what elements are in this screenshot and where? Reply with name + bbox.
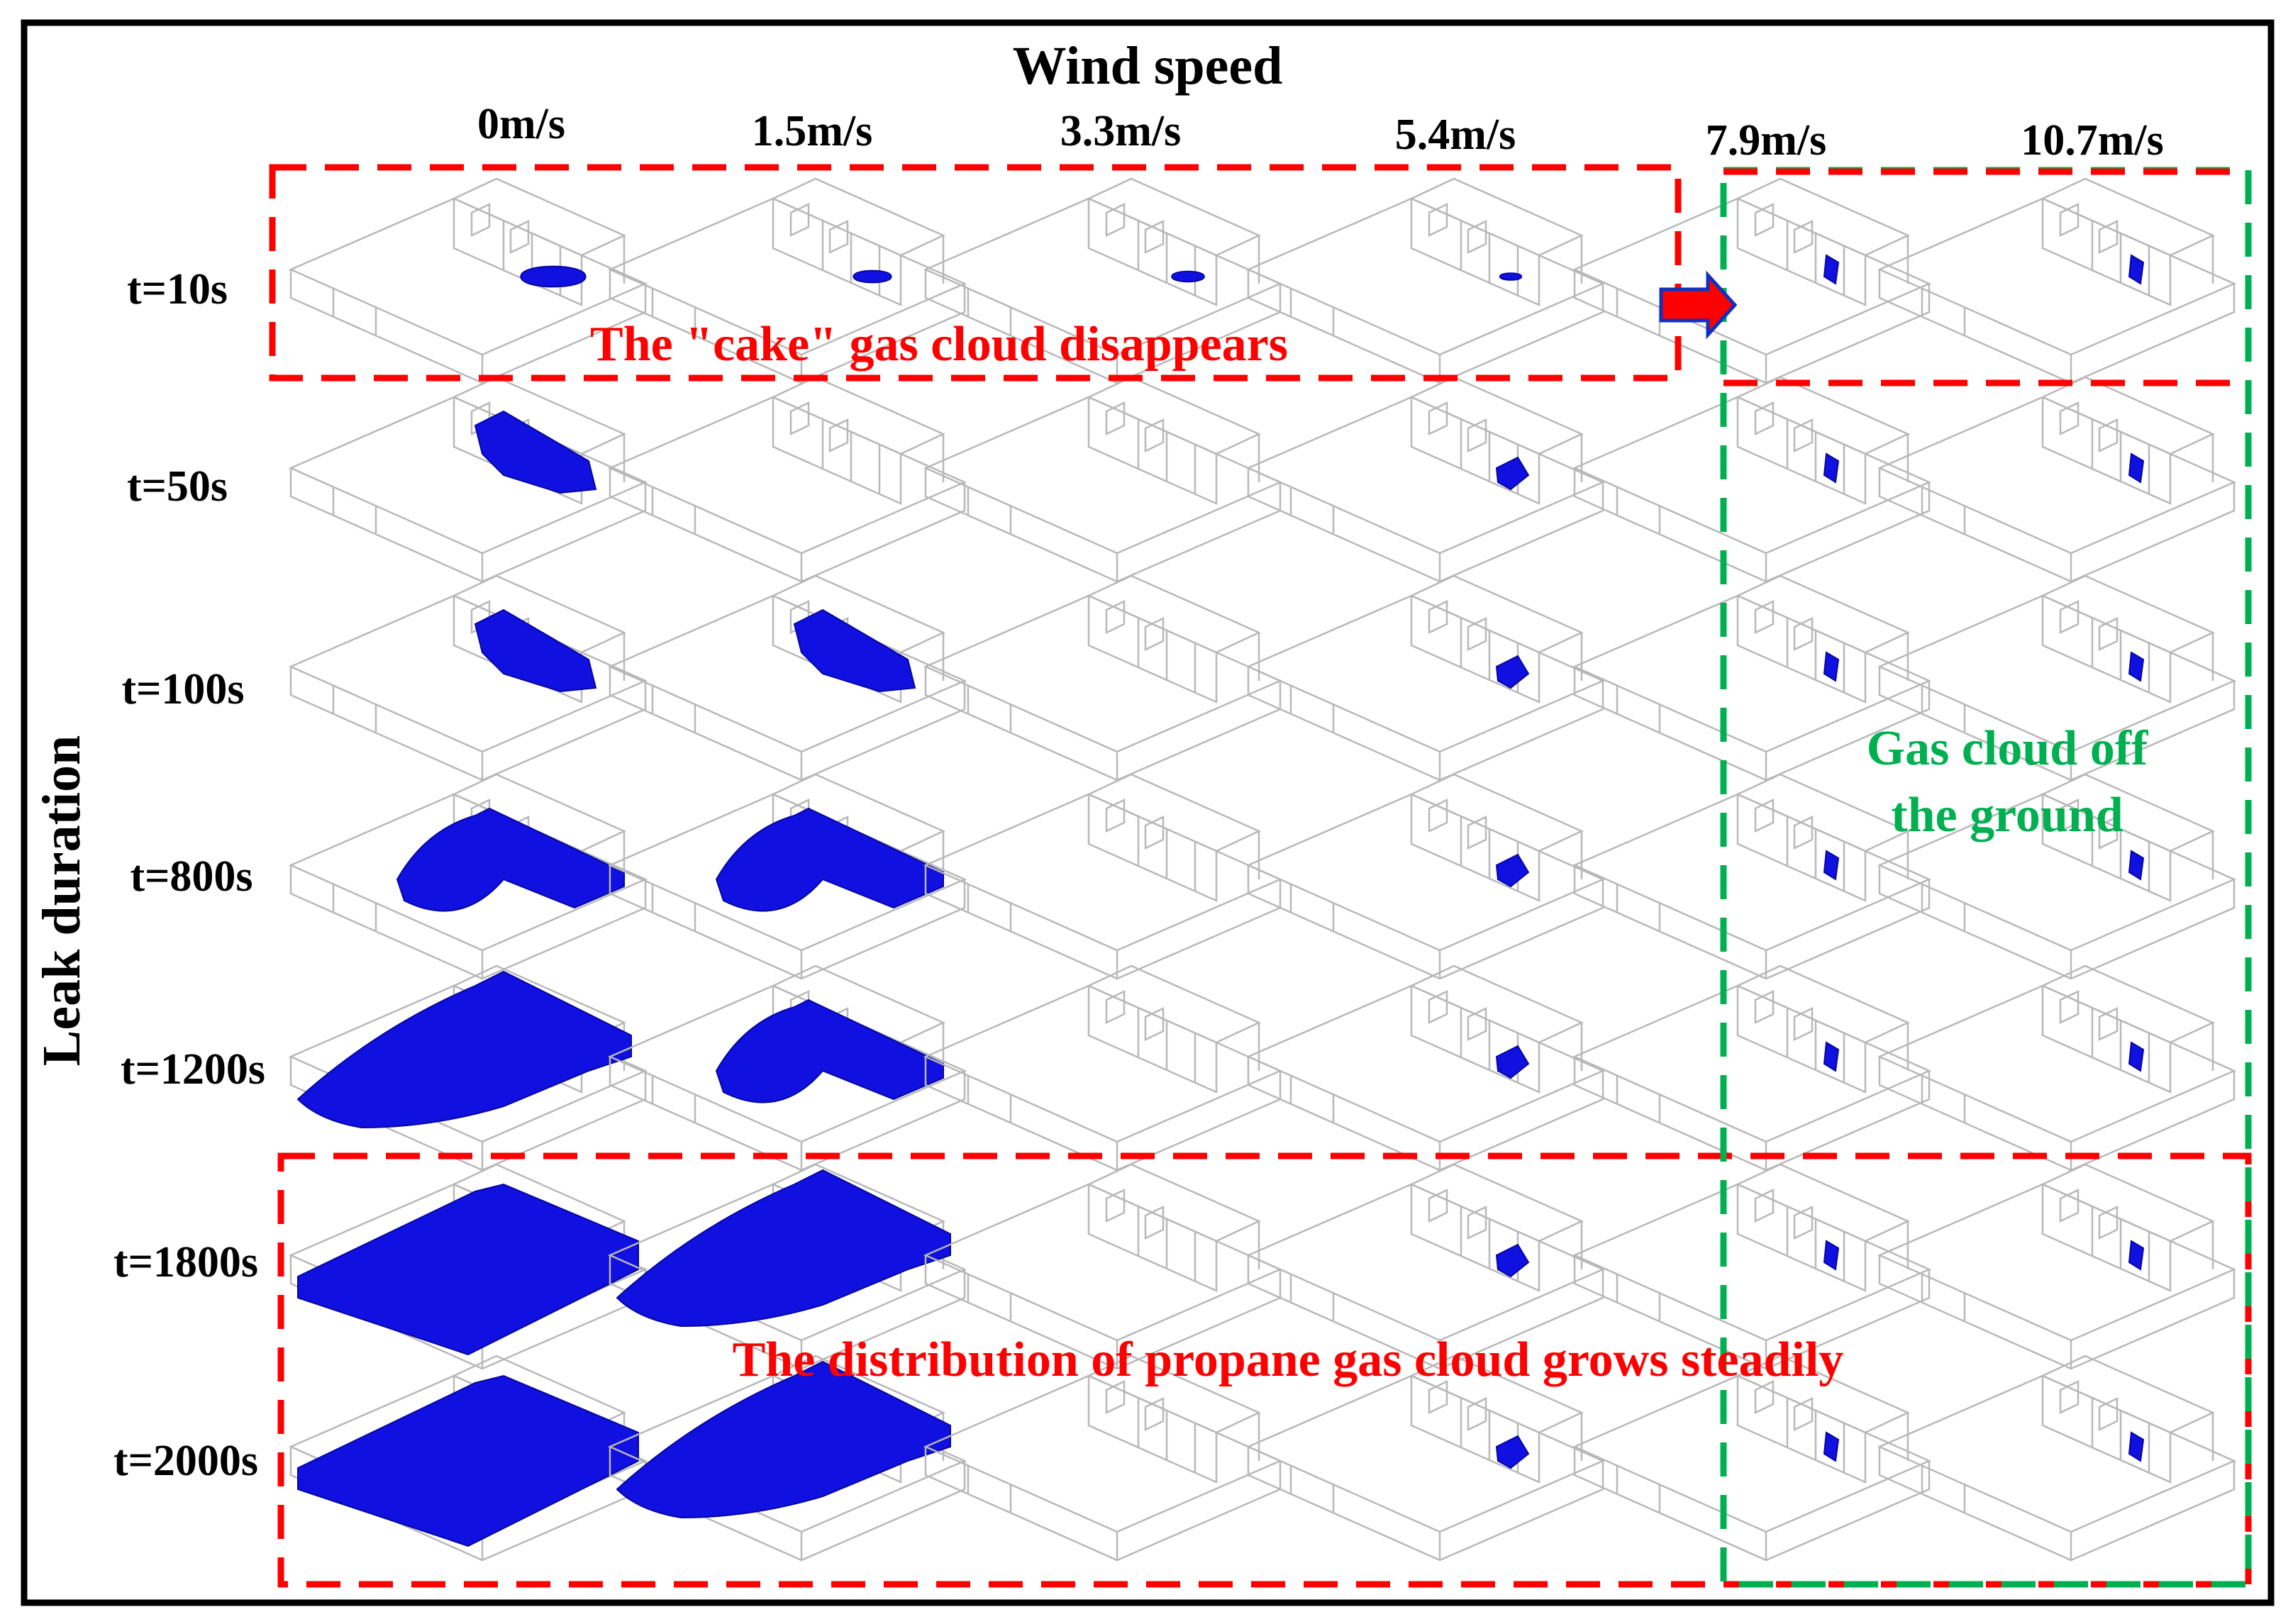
gas-cloud (1823, 1041, 1840, 1072)
leak-duration-label: t=1200s (121, 1045, 265, 1094)
simulation-panel (1572, 1163, 1932, 1370)
simulation-panel (1572, 773, 1932, 980)
right-arrow-icon (1659, 270, 1738, 340)
cake-disappears-box (269, 164, 1682, 382)
gas-cloud (520, 265, 587, 288)
gas-cloud (1823, 850, 1840, 881)
gas-cloud (1499, 272, 1523, 281)
leak-duration-label: t=800s (130, 852, 252, 901)
leak-duration-label: t=10s (127, 265, 228, 313)
gas-cloud (2128, 254, 2145, 285)
gas-cloud (396, 807, 625, 912)
gas-cloud (1495, 1435, 1530, 1469)
leak-duration-labels: t=10s t=50s t=100s t=800s t=1200s t=1800s t=20… (113, 265, 265, 1485)
wind-speed-labels: 0m/s 1.5m/s 3.3m/s 5.4m/s 7.9m/s 10.7m/s (477, 100, 2164, 165)
outer-frame (21, 19, 2275, 1606)
simulation-panel (926, 377, 1283, 583)
gas-cloud (474, 410, 597, 494)
leak-duration-label: t=100s (121, 665, 244, 713)
gas-cloud (474, 608, 597, 693)
simulation-panel (288, 376, 648, 583)
wind-speed-label: 3.3m/s (1060, 107, 1182, 155)
leak-duration-label: t=1800s (113, 1238, 258, 1286)
off-ground-label-line1: Gas cloud off (1867, 721, 2148, 776)
gas-cloud (297, 1374, 639, 1547)
simulation-panel (1245, 1355, 1606, 1562)
gas-cloud (793, 608, 916, 693)
wind-speed-title: Wind speed (1013, 36, 1283, 96)
simulation-panel (1877, 1163, 2237, 1370)
gas-cloud (2128, 452, 2145, 484)
grows-steadily-label: The distribution of propane gas cloud gr… (733, 1333, 1844, 1387)
simulation-panel (1245, 773, 1606, 980)
wind-speed-label: 1.5m/s (752, 107, 873, 155)
wind-speed-label: 7.9m/s (1706, 116, 1827, 165)
simulation-panel (1877, 773, 2237, 980)
simulation-panel (607, 964, 967, 1172)
wind-speed-label: 0m/s (477, 100, 565, 148)
grows-steadily-box (277, 1152, 2252, 1588)
wind-speed-label: 10.7m/s (2021, 116, 2164, 165)
simulation-panel (1877, 574, 2237, 782)
gas-cloud (2128, 850, 2145, 881)
cake-disappears-label: The "cake" gas cloud disappears (590, 317, 1288, 372)
gas-cloud (2128, 1041, 2145, 1072)
gas-cloud (715, 807, 944, 912)
gas-cloud (1823, 1240, 1840, 1271)
off-ground-label-line2: the ground (1891, 788, 2123, 842)
gas-cloud (1495, 1243, 1530, 1278)
simulation-panel (1877, 1355, 2237, 1562)
wind-speed-label: 5.4m/s (1395, 111, 1516, 159)
gas-cloud (1495, 456, 1530, 491)
leak-duration-label: t=2000s (113, 1437, 258, 1485)
gas-cloud (1171, 270, 1205, 283)
leak-duration-label: t=50s (127, 462, 228, 511)
gas-cloud (616, 1169, 951, 1328)
simulation-panel (607, 773, 967, 980)
gas-cloud (1495, 1045, 1530, 1079)
gas-cloud (1823, 651, 1840, 682)
gas-cloud (1823, 254, 1840, 285)
leak-duration-title: Leak duration (32, 735, 91, 1067)
simulation-panel (1245, 1163, 1606, 1370)
simulation-panel (1572, 1355, 1932, 1562)
gas-cloud (616, 1360, 951, 1519)
gas-cloud (2128, 1431, 2145, 1462)
gas-cloud (296, 970, 632, 1129)
simulation-panel (926, 1164, 1283, 1370)
gas-cloud (715, 999, 944, 1103)
gas-cloud (1823, 1431, 1840, 1462)
simulation-panel (607, 1355, 967, 1562)
gas-cloud (297, 1183, 639, 1356)
gas-cloud (1495, 655, 1530, 689)
simulation-panel (607, 1163, 967, 1370)
simulation-panel (923, 177, 1283, 384)
gas-cloud (1495, 853, 1530, 888)
gas-cloud (853, 269, 892, 284)
gas-cloud (1823, 452, 1840, 484)
gas-cloud (2128, 651, 2145, 682)
gas-cloud (2128, 1240, 2145, 1271)
simulation-panel (607, 574, 967, 782)
